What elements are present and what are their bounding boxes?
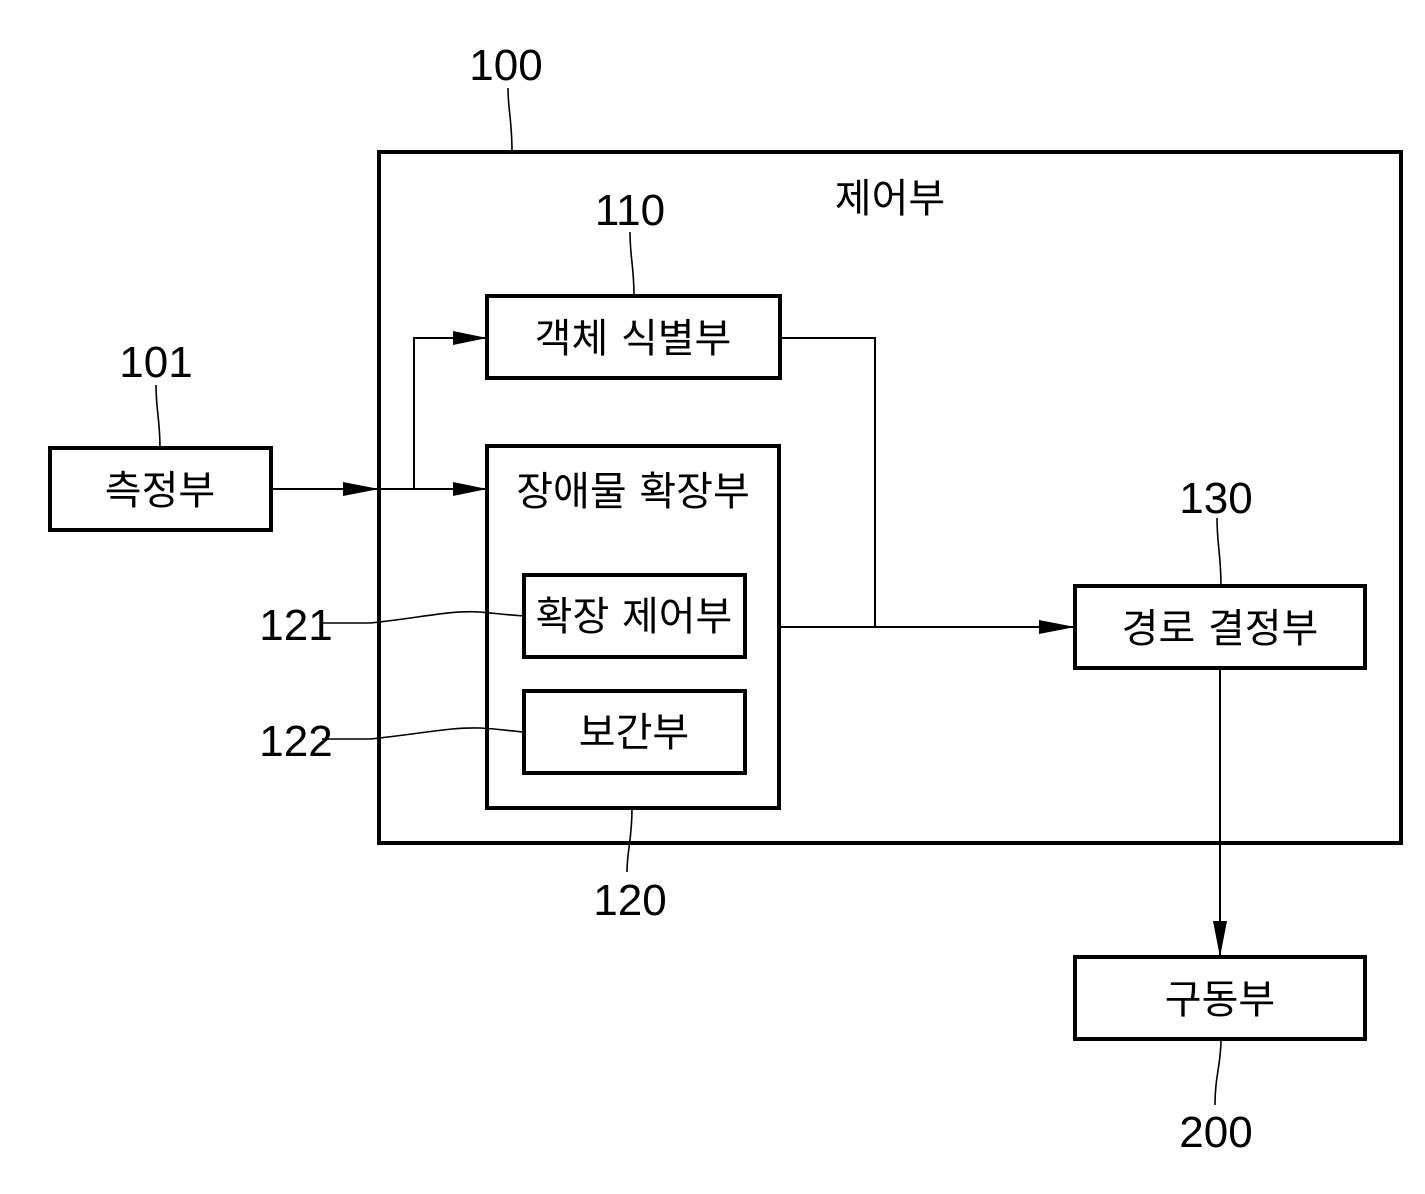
driver-box [1073, 955, 1367, 1041]
object-identifier-ref: 110 [595, 186, 665, 235]
driver-label: 구동부 [1165, 977, 1275, 1023]
measurement-ref-leader [155, 384, 161, 449]
path-determiner-box [1073, 584, 1367, 670]
driver-ref: 200 [1179, 1108, 1252, 1157]
arrow-into-path-determiner [1039, 620, 1075, 634]
arrow-into-controller [343, 482, 379, 496]
object-identifier-ref-leader [629, 231, 635, 297]
obstacle-expander-ref: 120 [593, 876, 666, 925]
controller-ref-leader [507, 87, 513, 153]
expansion-controller-ref-leader [322, 610, 525, 624]
interpolator-ref-leader [322, 727, 525, 740]
arrow-into-driver [1213, 921, 1227, 957]
controller-ref: 100 [469, 41, 542, 90]
object-identifier-label: 객체 식별부 [535, 316, 732, 362]
expansion-controller-label: 확장 제어부 [536, 594, 733, 640]
controller-label: 제어부 [835, 176, 945, 222]
obstacle-expander-label: 장애물 확장부 [516, 469, 750, 515]
driver-ref-leader [1214, 1038, 1222, 1106]
interpolator-ref: 122 [259, 717, 332, 766]
interpolator-box [522, 689, 747, 775]
measurement-box [48, 446, 273, 532]
expansion-controller-box [522, 573, 747, 659]
arrow-into-object-identifier [453, 331, 487, 345]
obstacle-expander-ref-leader [626, 807, 633, 873]
connector-identifier-to-path [780, 337, 876, 627]
interpolator-label: 보간부 [579, 710, 689, 756]
path-determiner-ref-leader [1216, 517, 1222, 587]
measurement-label: 측정부 [105, 468, 215, 514]
arrow-into-obstacle-expander [453, 482, 487, 496]
expansion-controller-ref: 121 [259, 601, 332, 650]
path-determiner-ref: 130 [1179, 474, 1252, 523]
path-determiner-label: 경로 결정부 [1122, 606, 1319, 652]
measurement-ref: 101 [119, 338, 192, 387]
